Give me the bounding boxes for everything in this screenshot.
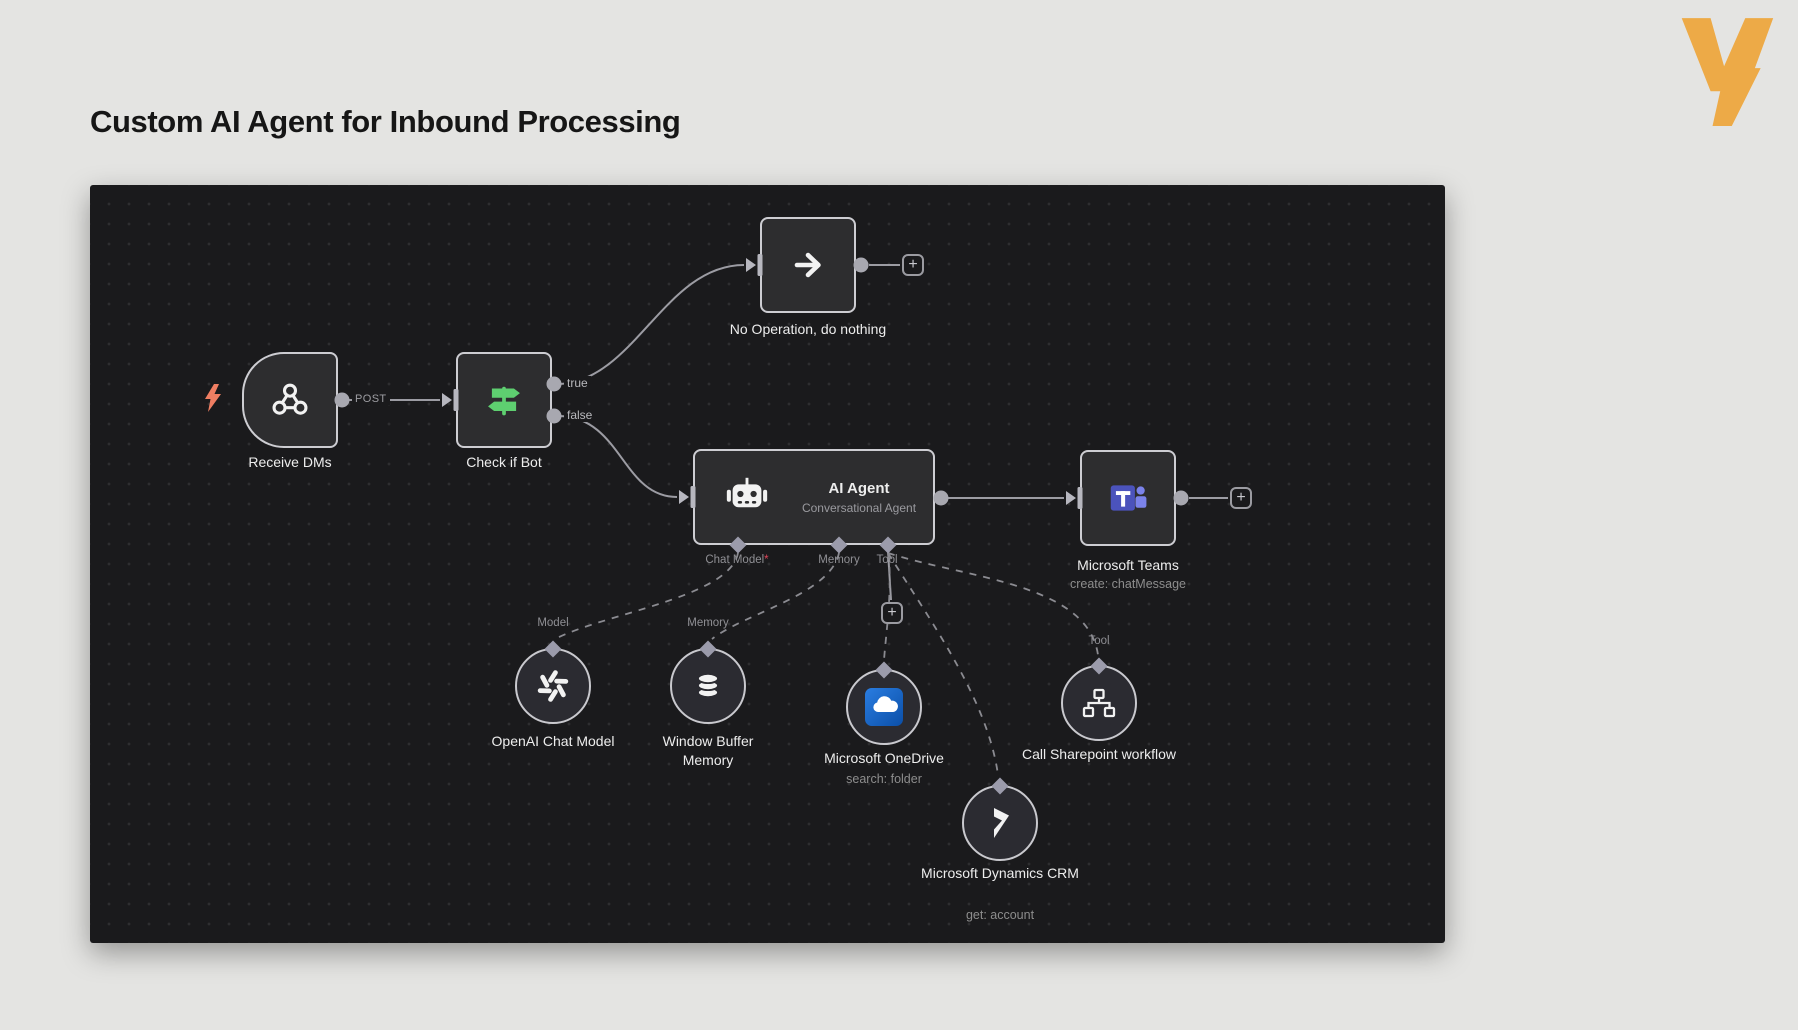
edge-tool-to-dynamics [887,552,999,776]
sitemap-icon [1082,688,1116,718]
node-no-operation[interactable] [760,217,856,313]
if-signpost-icon [488,386,520,416]
required-asterisk: * [764,554,769,566]
add-node-button-teams[interactable]: + [1230,487,1252,509]
page-title: Custom AI Agent for Inbound Processing [90,104,681,139]
input-arrow-teams [1066,491,1076,505]
input-arrow-noop [746,258,756,272]
node-label-check-if-bot: Check if Bot [466,454,542,470]
wire-label-true: true [564,376,591,390]
node-label-microsoft-teams: Microsoft Teams [1077,557,1179,573]
port-label-chat-model: Chat Model* [705,554,769,566]
edge-false-to-agent [559,415,678,498]
add-node-button-noop[interactable]: + [902,254,924,276]
node-microsoft-onedrive[interactable] [846,669,922,745]
node-ai-agent[interactable]: AI Agent Conversational Agent [693,449,935,545]
node-sublabel-onedrive: search: folder [846,772,922,786]
wire-label-post: POST [352,393,390,405]
node-label-ai-agent: AI Agent [828,479,890,497]
node-label-onedrive: Microsoft OneDrive [824,750,944,766]
webhook-icon [272,383,308,415]
node-call-sharepoint-workflow[interactable] [1061,665,1137,741]
v-logo [1681,18,1774,126]
node-label-receive-dms: Receive DMs [248,454,332,470]
node-label-openai: OpenAI Chat Model [491,733,615,749]
openai-icon [537,670,569,702]
teams-icon [1110,485,1147,511]
node-label-no-operation: No Operation, do nothing [729,321,887,337]
node-label-buffer-memory: Window Buffer Memory [662,733,754,768]
node-label-sharepoint: Call Sharepoint workflow [1021,746,1177,762]
workflow-canvas[interactable]: Receive DMs Check if Bot No Operation, d… [90,185,1445,943]
trigger-bolt-icon [202,383,224,418]
node-label-dynamics: Microsoft Dynamics CRM [921,865,1079,881]
database-icon [697,673,719,698]
node-check-if-bot[interactable] [456,352,552,448]
edge-true-to-noop [559,264,745,385]
wire-label-false: false [564,408,596,422]
output-port-agent[interactable] [933,490,949,506]
port-label-memory-above: Memory [687,617,729,629]
node-sublabel-microsoft-teams: create: chatMessage [1069,577,1187,591]
node-sublabel-ai-agent: Conversational Agent [801,500,917,515]
robot-icon [726,477,768,508]
port-label-tool: Tool [876,554,898,566]
port-label-tool-above: Tool [1088,635,1110,647]
node-window-buffer-memory[interactable] [670,648,746,724]
onedrive-icon [865,688,903,726]
node-microsoft-dynamics-crm[interactable] [962,785,1038,861]
node-receive-dms[interactable] [242,352,338,448]
node-microsoft-teams[interactable] [1080,450,1176,546]
add-tool-button[interactable]: + [881,602,903,624]
dynamics-icon [994,808,1009,838]
port-label-memory: Memory [818,554,860,566]
edge-tool-to-sharepoint [887,552,1099,656]
arrow-right-icon [794,252,821,278]
input-arrow-if [442,393,452,407]
node-sublabel-dynamics: get: account [965,908,1035,922]
input-arrow-agent [679,490,689,504]
port-label-model-above: Model [537,617,569,629]
node-openai-chat-model[interactable] [515,648,591,724]
